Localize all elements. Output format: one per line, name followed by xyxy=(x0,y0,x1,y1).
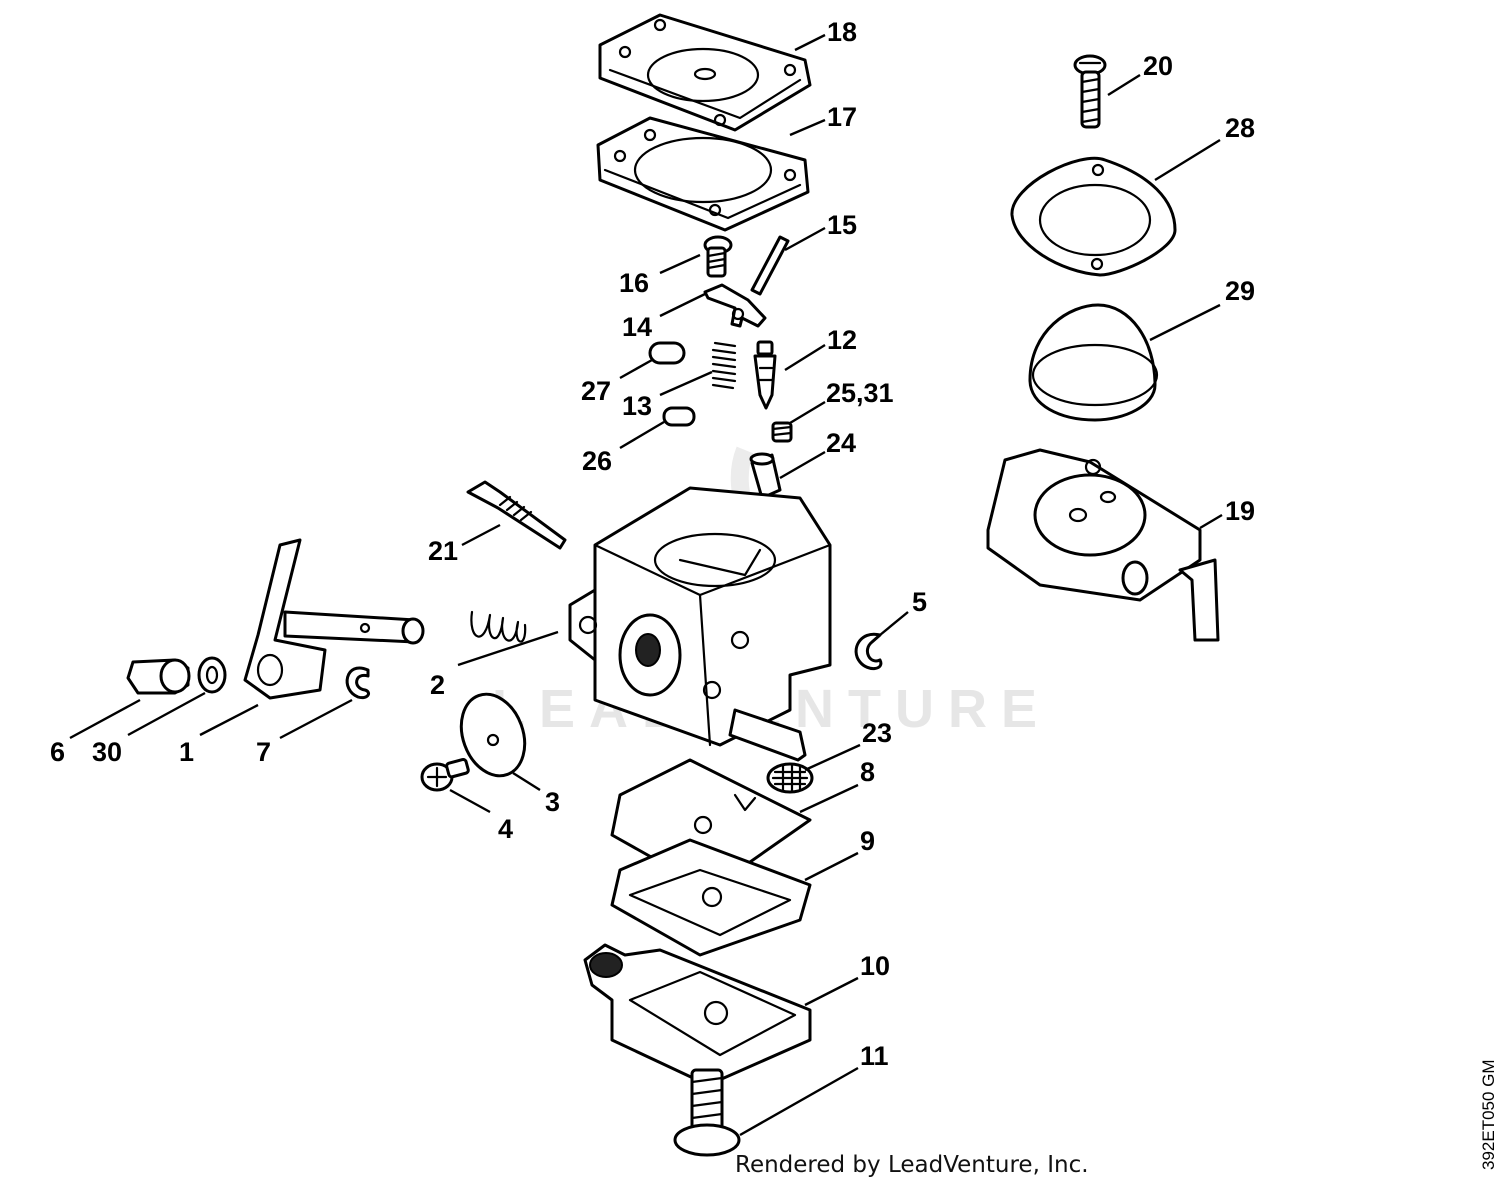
callout-26: 26 xyxy=(582,446,612,476)
callout-30: 30 xyxy=(92,737,122,767)
callout-14: 14 xyxy=(622,312,652,342)
leader-lines xyxy=(69,33,1223,1137)
callout-6: 6 xyxy=(50,737,65,767)
part-pump-housing-19 xyxy=(986,448,1220,642)
callout-4: 4 xyxy=(498,814,513,844)
callout-5: 5 xyxy=(912,587,927,617)
callout-7: 7 xyxy=(256,737,271,767)
callout-16: 16 xyxy=(619,268,649,298)
callout-19: 19 xyxy=(1225,496,1255,526)
callout-23: 23 xyxy=(862,718,892,748)
callout-20: 20 xyxy=(1143,51,1173,81)
part-lever-14 xyxy=(703,283,767,328)
part-flange-28 xyxy=(1010,156,1177,277)
part-throttle-shaft-1 xyxy=(243,538,425,700)
callout-3: 3 xyxy=(545,787,560,817)
callout-10: 10 xyxy=(860,951,890,981)
part-plug-26 xyxy=(662,406,696,427)
callout-1: 1 xyxy=(179,737,194,767)
part-diaphragm-18 xyxy=(598,13,812,132)
callout-12: 12 xyxy=(827,325,857,355)
part-cover-10 xyxy=(583,943,812,1087)
callout-11: 11 xyxy=(860,1041,889,1071)
part-cap-6 xyxy=(126,658,191,695)
part-gasket-9 xyxy=(610,838,812,957)
callout-8: 8 xyxy=(860,757,875,787)
callout-28: 28 xyxy=(1225,113,1255,143)
callout-2: 2 xyxy=(430,670,445,700)
part-screw-20 xyxy=(1073,54,1107,129)
callout-24: 24 xyxy=(826,428,856,458)
drawing-code: 392ET050 GM xyxy=(1479,1059,1498,1170)
part-screen-25-31 xyxy=(771,421,793,443)
part-primer-bulb-29 xyxy=(1028,303,1159,422)
callout-25-31: 25,31 xyxy=(826,378,894,408)
part-clip-7 xyxy=(345,666,370,700)
part-nozzle-24 xyxy=(749,452,782,500)
footer-credit: Rendered by LeadVenture, Inc. xyxy=(735,1152,1089,1178)
callout-27: 27 xyxy=(581,376,611,406)
callout-9: 9 xyxy=(860,826,875,856)
callout-labels: 18 17 15 16 14 12 27 13 25,31 26 24 21 2… xyxy=(50,17,1255,1071)
part-screen-23 xyxy=(766,762,814,794)
part-spring-13 xyxy=(711,341,737,390)
part-spring-2 xyxy=(470,610,527,643)
callout-18: 18 xyxy=(827,17,857,47)
part-inlet-needle-12 xyxy=(753,340,777,410)
part-screw-11 xyxy=(673,1068,741,1157)
part-carburetor-body xyxy=(568,486,832,762)
callout-13: 13 xyxy=(622,391,652,421)
callout-29: 29 xyxy=(1225,276,1255,306)
callout-17: 17 xyxy=(827,102,857,132)
part-screw-4 xyxy=(420,757,470,792)
part-screw-16 xyxy=(703,235,733,278)
callout-15: 15 xyxy=(827,210,857,240)
part-clip-5 xyxy=(854,632,883,670)
callout-21: 21 xyxy=(428,536,458,566)
part-pin-15 xyxy=(750,235,790,296)
part-plug-27 xyxy=(648,341,686,365)
part-adjusting-screw-21 xyxy=(466,480,567,550)
part-valve-disc-3 xyxy=(459,692,527,778)
part-gasket-17 xyxy=(596,116,810,232)
part-washer-30 xyxy=(197,656,227,694)
